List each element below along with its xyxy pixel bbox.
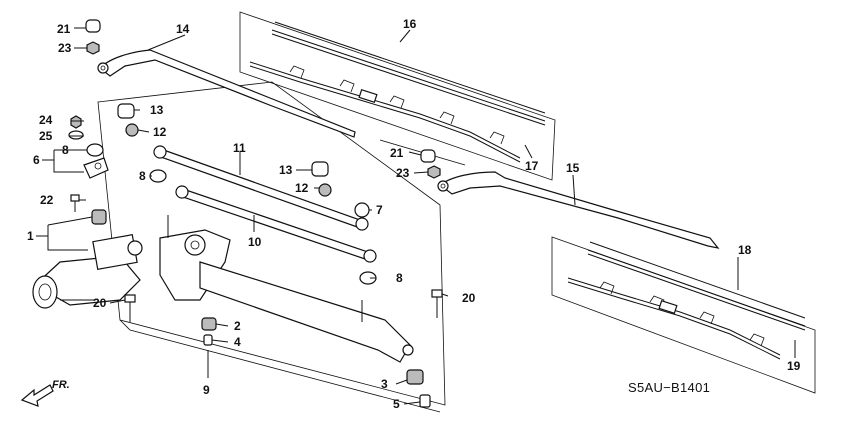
callout-21b: 21 — [390, 146, 404, 160]
callout-14: 14 — [176, 22, 190, 36]
lower-blade-box — [551, 236, 816, 394]
callout-12b: 12 — [295, 181, 309, 195]
callout-8c: 8 — [396, 271, 403, 285]
upper-blade-group — [239, 11, 556, 181]
callout-20a: 20 — [93, 296, 107, 310]
wiper-arm-lower — [437, 171, 720, 249]
callout-21: 21 — [57, 22, 71, 36]
callout-19: 19 — [787, 359, 801, 373]
cap-21a — [85, 19, 101, 33]
lower-blade-group — [551, 236, 816, 394]
callout-23b: 23 — [396, 166, 410, 180]
callouts: 21 23 14 16 17 15 18 19 13 12 11 10 13 1… — [27, 17, 801, 411]
callout-7: 7 — [376, 203, 383, 217]
callout-10: 10 — [248, 235, 262, 249]
callout-20b: 20 — [462, 291, 476, 305]
leader-lines — [36, 27, 796, 405]
callout-3: 3 — [381, 377, 388, 391]
callout-1: 1 — [27, 229, 34, 243]
callout-8a: 8 — [62, 143, 69, 157]
linkage-frame — [159, 215, 414, 363]
diagram-code: S5AU−B1401 — [628, 380, 710, 395]
callout-9: 9 — [203, 383, 210, 397]
callout-4: 4 — [234, 335, 241, 349]
callout-18: 18 — [738, 243, 752, 257]
callout-8b: 8 — [139, 169, 146, 183]
callout-25: 25 — [39, 129, 53, 143]
callout-13a: 13 — [150, 103, 164, 117]
wiper-arm-upper — [97, 49, 356, 138]
wiper-motor — [32, 234, 143, 309]
callout-17: 17 — [525, 159, 539, 173]
callout-5: 5 — [393, 397, 400, 411]
link-rod-10 — [175, 185, 377, 263]
callout-2: 2 — [234, 319, 241, 333]
callout-15: 15 — [566, 161, 580, 175]
callout-23: 23 — [58, 41, 72, 55]
callout-11: 11 — [233, 141, 246, 155]
front-label: FR. — [52, 379, 70, 391]
link-rod-11 — [153, 145, 369, 231]
callout-6: 6 — [33, 153, 40, 167]
upper-blade-box — [239, 11, 556, 181]
callout-22: 22 — [40, 193, 54, 207]
callout-16: 16 — [403, 17, 417, 31]
front-direction-indicator: FR. — [20, 379, 70, 407]
callout-13b: 13 — [279, 163, 293, 177]
front-arrow-icon — [20, 384, 54, 407]
callout-24: 24 — [39, 113, 53, 127]
nut-23a — [86, 41, 100, 55]
callout-12a: 12 — [153, 125, 167, 139]
